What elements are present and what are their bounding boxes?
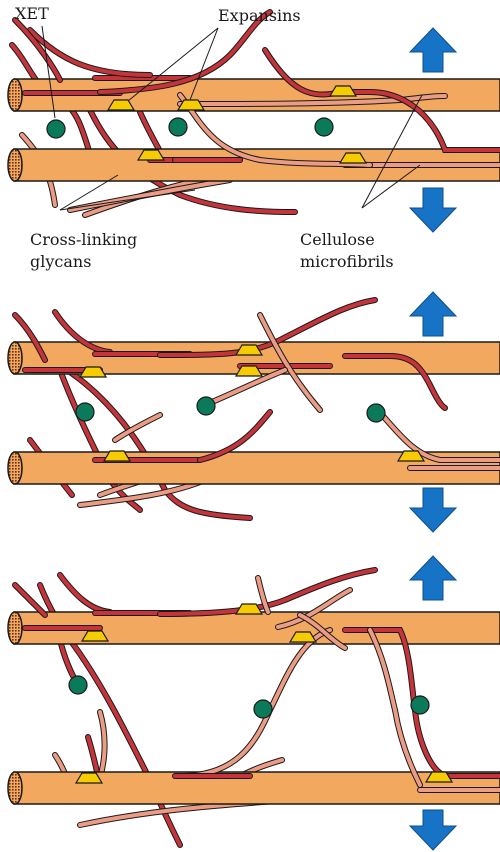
- xet-enzyme: [47, 118, 333, 138]
- expansion-arrow-up: [410, 556, 456, 600]
- panel-2: [8, 292, 500, 532]
- xet-label: XET: [15, 4, 49, 23]
- cellulose-microfibrils-label-line2: microfibrils: [300, 252, 394, 271]
- expansion-arrow-down: [410, 188, 456, 232]
- expansins-label: Expansins: [218, 6, 301, 25]
- cross-linking-glycans: [30, 370, 250, 518]
- expansion-arrow-down: [410, 810, 456, 850]
- cellulose-microfibrils-label-line1: Cellulose: [300, 230, 375, 249]
- expansion-arrow-down: [410, 488, 456, 532]
- cross-linking-glycans-label-line2: glycans: [30, 252, 91, 271]
- xet-enzyme: [69, 676, 429, 718]
- bound-glycans: [15, 570, 500, 790]
- panel-3: [8, 556, 500, 850]
- panel-1: XET Expansins Cross-linking glycans Cell…: [8, 4, 500, 271]
- expansion-arrow-up: [410, 292, 456, 336]
- cross-linking-glycans-label-line1: Cross-linking: [30, 230, 137, 249]
- expansion-arrow-up: [410, 28, 456, 72]
